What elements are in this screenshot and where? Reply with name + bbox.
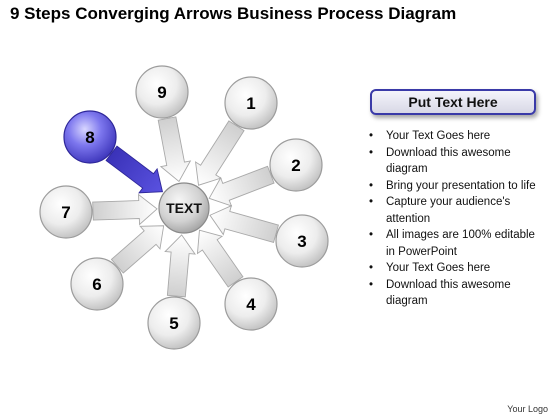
step-node-5: 5: [147, 296, 201, 350]
center-label: TEXT: [166, 200, 202, 216]
step-node-circle: [224, 277, 278, 331]
step-arrow-5: [164, 234, 196, 298]
step-arrow-6: [110, 225, 165, 274]
step-node-circle: [39, 185, 93, 239]
logo-text: Your Logo: [507, 404, 548, 414]
panel-header-label: Put Text Here: [408, 94, 498, 110]
step-node-circle: [147, 296, 201, 350]
step-node-4: 4: [224, 277, 278, 331]
step-arrow-1: [194, 120, 245, 186]
bullet-item: All images are 100% editable in PowerPoi…: [367, 227, 547, 260]
step-node-1: 1: [224, 76, 278, 130]
bullet-item: Your Text Goes here: [367, 260, 547, 277]
step-node-number: 6: [92, 275, 101, 294]
step-node-8: 8: [63, 110, 117, 164]
step-node-number: 2: [291, 156, 300, 175]
step-node-circle: [275, 214, 329, 268]
arrows-layer: [92, 116, 279, 298]
step-node-number: 4: [246, 295, 256, 314]
step-node-circle: [70, 257, 124, 311]
step-arrow-9: [157, 116, 192, 183]
diagram-title: 9 Steps Converging Arrows Business Proce…: [10, 4, 457, 23]
step-node-7: 7: [39, 185, 93, 239]
step-node-number: 5: [169, 314, 178, 333]
center-node: TEXT: [158, 182, 210, 234]
bullet-item: Download this awesome diagram: [367, 277, 547, 310]
step-node-number: 7: [61, 203, 70, 222]
step-node-9: 9: [135, 65, 189, 119]
step-arrow-3: [209, 204, 279, 243]
step-node-3: 3: [275, 214, 329, 268]
bullet-list: Your Text Goes here Download this awesom…: [367, 128, 547, 310]
bullet-item: Bring your presentation to life: [367, 178, 547, 195]
step-arrow-8: [105, 145, 164, 194]
step-node-number: 1: [246, 94, 255, 113]
step-node-number: 9: [157, 83, 166, 102]
step-arrow-2: [208, 165, 275, 207]
bullet-item: Capture your audience's attention: [367, 194, 547, 227]
nodes-layer: 1 2 3 4 5 6 7 8 9: [39, 65, 329, 350]
step-node-2: 2: [269, 138, 323, 192]
step-arrow-4: [196, 229, 244, 288]
bullet-item: Your Text Goes here: [367, 128, 547, 145]
step-node-circle: [269, 138, 323, 192]
step-node-circle: [224, 76, 278, 130]
step-node-number: 3: [297, 232, 306, 251]
step-node-circle: [63, 110, 117, 164]
step-node-number: 8: [85, 128, 94, 147]
step-arrow-7: [92, 193, 158, 226]
step-node-circle: [135, 65, 189, 119]
step-node-6: 6: [70, 257, 124, 311]
bullet-item: Download this awesome diagram: [367, 145, 547, 178]
panel-header: Put Text Here: [370, 89, 536, 115]
